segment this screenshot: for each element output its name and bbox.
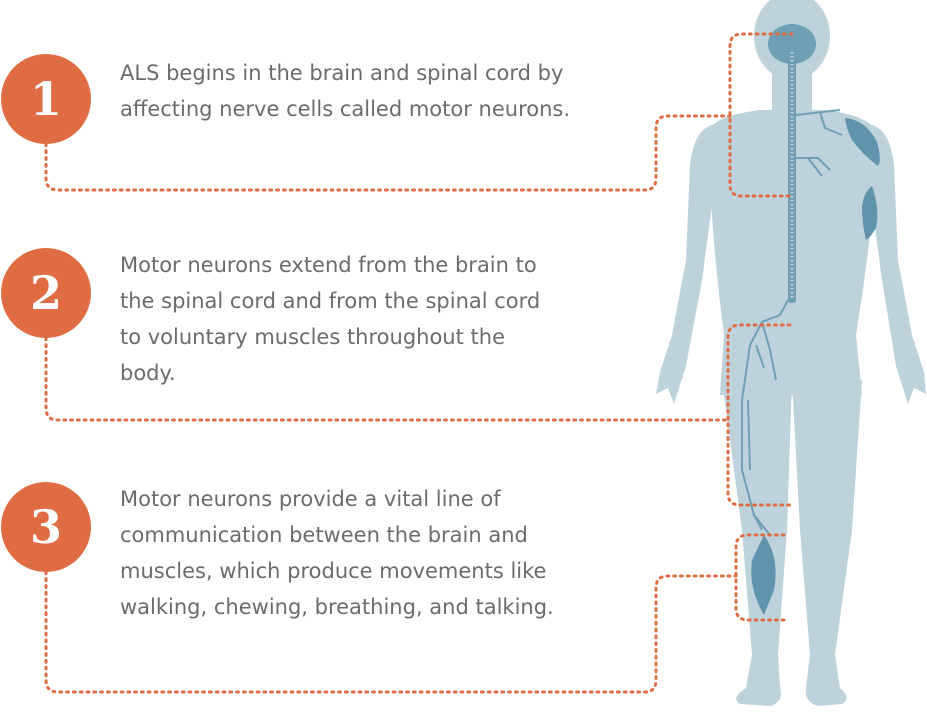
step-2-badge: 2 <box>1 248 91 338</box>
step-2-text: Motor neurons extend from the brain to t… <box>120 253 541 385</box>
brain-bracket <box>728 32 794 198</box>
brain <box>768 24 816 64</box>
muscles <box>751 118 880 615</box>
arm-muscle <box>862 186 878 240</box>
calf-muscle <box>751 535 776 615</box>
step-3-badge: 3 <box>1 482 91 572</box>
step-1-text: ALS begins in the brain and spinal cord … <box>120 61 571 121</box>
connector-2 <box>44 336 730 422</box>
shoulder-muscle <box>845 118 880 166</box>
spinal-cord <box>788 48 796 303</box>
connector-3 <box>44 570 738 694</box>
thigh-bracket <box>726 323 792 507</box>
nerves <box>741 109 843 536</box>
connector-1 <box>44 114 732 192</box>
step-1-badge: 1 <box>1 54 91 144</box>
step-3-text: Motor neurons provide a vital line of co… <box>120 487 554 619</box>
calf-bracket <box>734 533 786 622</box>
